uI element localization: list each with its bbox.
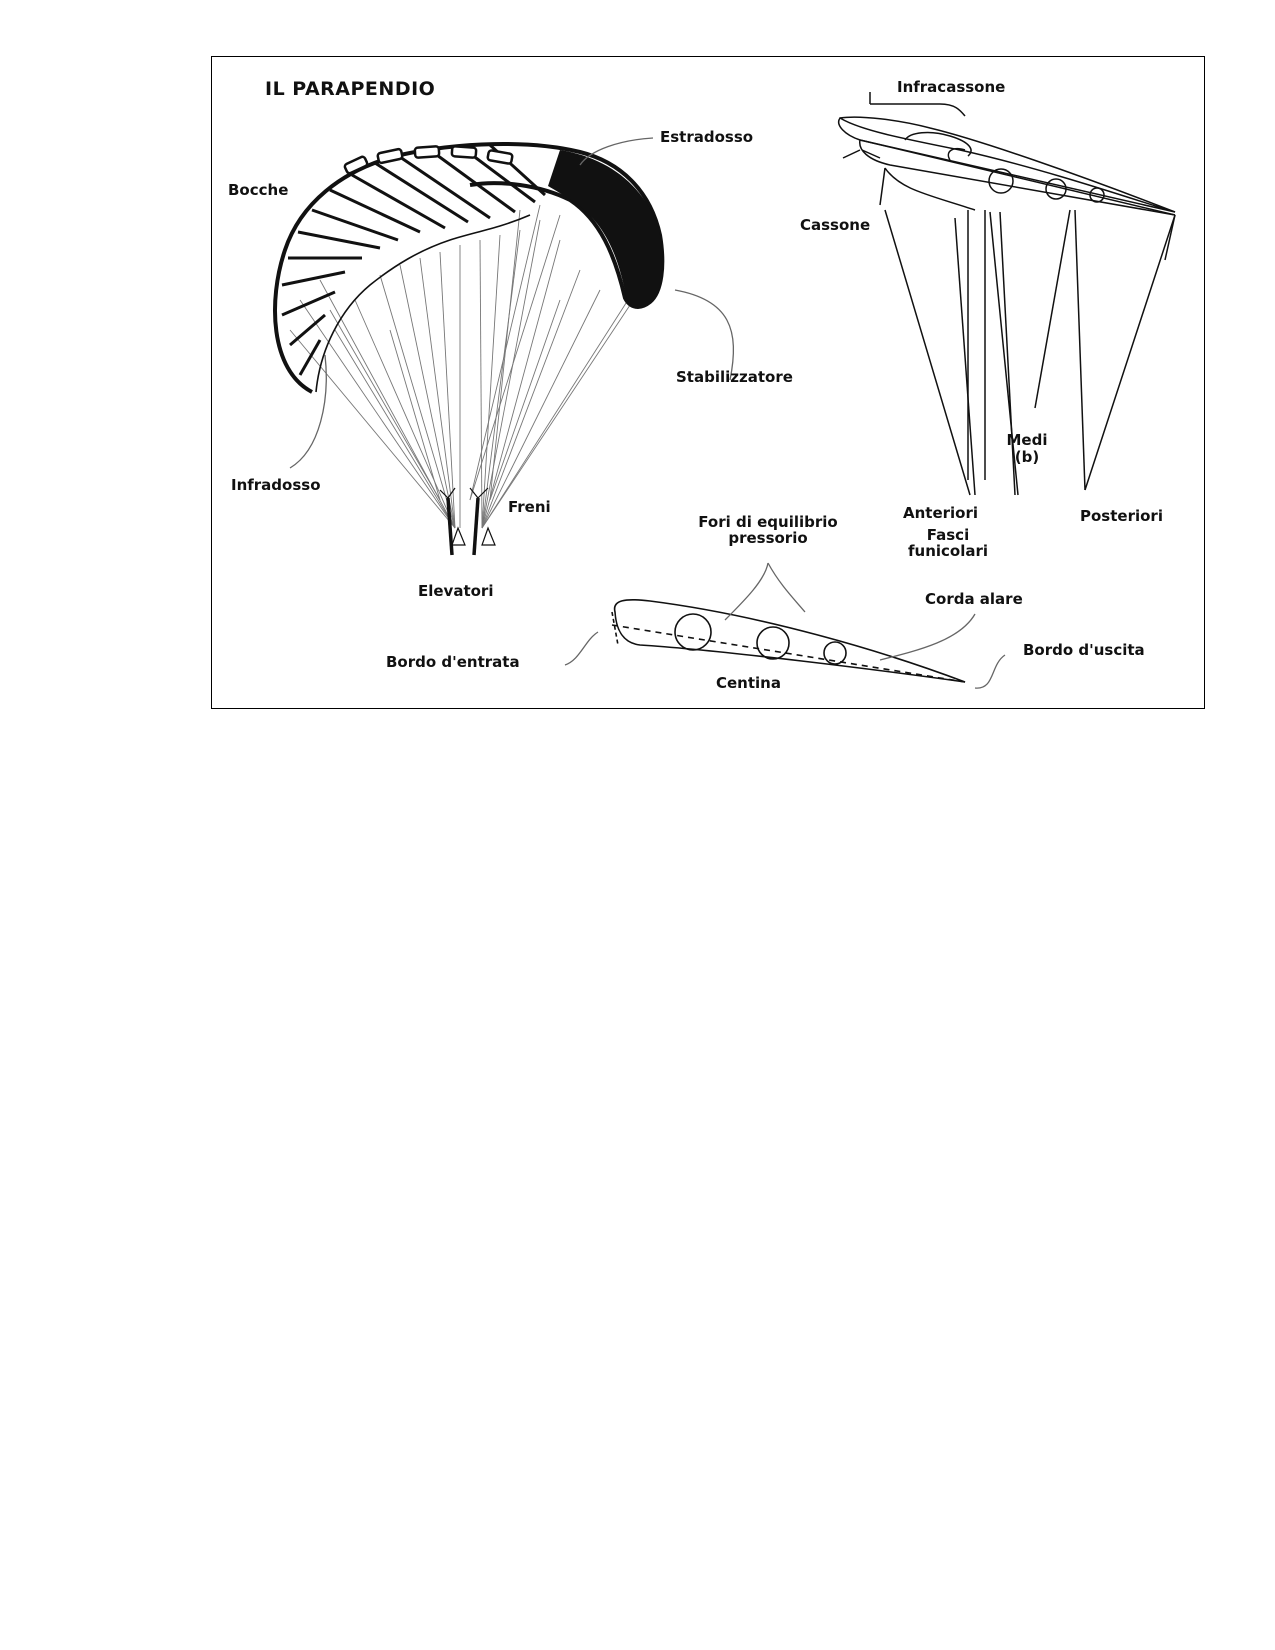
airfoil-rib (611, 598, 966, 683)
suspension-lines (289, 204, 641, 529)
wing-cells (838, 92, 1176, 496)
canopy (273, 137, 735, 556)
label-centina: Centina (716, 674, 781, 692)
label-fasci-line2: funicolari (907, 542, 989, 560)
airfoil-pointers (564, 562, 1006, 689)
label-fasci-line1: Fasci (926, 526, 970, 544)
label-fasci-funicolari: Fasci funicolari (898, 528, 998, 559)
label-fori-equilibrio: Fori di equilibrio pressorio (693, 515, 843, 546)
cell-openings (281, 143, 547, 376)
label-elevatori: Elevatori (418, 582, 494, 600)
label-medi-line1: Medi (1006, 431, 1048, 449)
label-anteriori: Anteriori (903, 504, 979, 522)
label-corda-alare: Corda alare (925, 590, 1023, 608)
label-medi-line2: (b) (1014, 448, 1040, 466)
label-fori-line2: pressorio (728, 529, 808, 547)
label-cassone: Cassone (800, 216, 871, 234)
label-freni: Freni (508, 498, 551, 516)
label-stabilizzatore: Stabilizzatore (676, 368, 793, 386)
label-estradosso: Estradosso (660, 128, 754, 146)
label-bordo-uscita: Bordo d'uscita (1023, 641, 1145, 659)
front-cells (343, 145, 514, 175)
diagram-title: IL PARAPENDIO (265, 78, 436, 100)
label-medi: Medi (b) (1002, 433, 1052, 465)
label-posteriori: Posteriori (1080, 507, 1163, 525)
diagram-frame (211, 56, 1205, 709)
label-bocche: Bocche (228, 181, 289, 199)
label-bordo-entrata: Bordo d'entrata (386, 653, 520, 671)
label-infracassone: Infracassone (897, 78, 1006, 96)
label-fori-line1: Fori di equilibrio (698, 513, 838, 531)
label-infradosso: Infradosso (231, 476, 321, 494)
